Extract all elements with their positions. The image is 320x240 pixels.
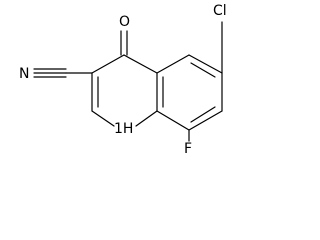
bond-c5-c6-inner	[190, 62, 216, 78]
bond-c4-c4a	[123, 54, 158, 74]
chemical-structure-diagram: Cl O N F 1H	[19, 3, 227, 155]
bond-c7-c8-inner	[190, 106, 216, 123]
bond-n1-c8a	[135, 110, 158, 127]
fluorine-atom-label: F	[184, 141, 192, 155]
bond-n1-c2	[91, 110, 115, 127]
bond-c4a-c5	[156, 54, 190, 74]
bond-c8-c8a	[156, 110, 190, 131]
ring-nh-label: 1H	[114, 121, 133, 137]
oxygen-atom-label: O	[119, 14, 130, 30]
bond-c3-c4	[91, 54, 125, 74]
chlorine-atom-label: Cl	[213, 3, 227, 19]
bond-c7-c8	[188, 110, 223, 131]
nitrile-nitrogen-label: N	[19, 66, 29, 82]
bond-c5-c6	[188, 54, 223, 74]
